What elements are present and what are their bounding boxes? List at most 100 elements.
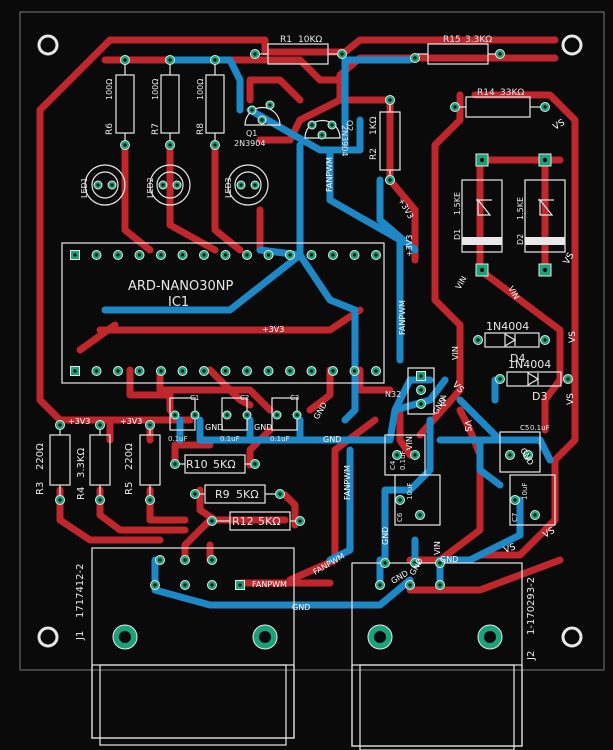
pad-drill xyxy=(161,183,165,187)
ic-name-label: ARD-NANO30NP xyxy=(128,279,233,294)
net-gnd-label: GND xyxy=(292,603,310,612)
led1-outline xyxy=(84,164,126,206)
j1-ref: J1 xyxy=(75,631,86,641)
r6-ref: R6 xyxy=(105,123,115,135)
d1-ref: D1 xyxy=(453,229,462,240)
pad-drill xyxy=(413,453,417,457)
pad-drill xyxy=(288,369,292,373)
pad-drill xyxy=(374,253,378,257)
mounting-holes xyxy=(37,34,583,648)
net-3v3-label: +3V3 xyxy=(262,325,284,334)
pads xyxy=(55,49,573,650)
pad-drill xyxy=(159,253,163,257)
mounting-hole-icon xyxy=(561,34,583,56)
d3-part: 1N4004 xyxy=(508,358,551,371)
pad-drill xyxy=(438,561,442,565)
q2-ref: Q2 xyxy=(345,120,354,131)
r7-value: 100Ω xyxy=(151,79,160,100)
mounting-hole-icon xyxy=(561,626,583,648)
pad-drill xyxy=(148,423,152,427)
pad-drill xyxy=(250,108,254,112)
net-vin-label: VIN xyxy=(405,436,414,450)
r10-value: 5KΩ xyxy=(213,458,236,471)
c3-value: 0.1uF xyxy=(270,435,290,443)
d2-tvs-outline xyxy=(524,179,566,253)
net-vs-label: VS xyxy=(566,393,576,405)
c2-value: 0.1uF xyxy=(220,435,240,443)
pad-drill xyxy=(413,561,417,565)
r14-value: 33KΩ xyxy=(500,88,524,98)
net-vs-label: VS xyxy=(503,542,518,556)
pad-drill xyxy=(168,143,172,147)
r1-ref: R1 xyxy=(280,35,292,45)
pad-drill xyxy=(245,253,249,257)
pad-drill xyxy=(566,377,570,381)
pad-drill xyxy=(123,143,127,147)
pad-drill xyxy=(418,513,422,517)
pad-drill xyxy=(352,253,357,257)
net-gnd-label: GND xyxy=(205,423,223,432)
led3-outline xyxy=(227,164,269,206)
ic-ref-label: IC1 xyxy=(168,295,189,310)
pad-drill xyxy=(508,453,512,457)
pad-drill xyxy=(73,253,77,257)
pad-drill xyxy=(253,462,257,466)
r9-value: 5KΩ xyxy=(236,488,259,501)
pad-drill xyxy=(253,183,257,187)
c1-value: 0.1uF xyxy=(168,435,188,443)
d4-part: 1N4004 xyxy=(486,320,529,333)
pad-drill xyxy=(94,253,99,257)
pad-drill xyxy=(378,583,382,587)
net-vs-label: VS xyxy=(568,331,578,343)
pad-drill xyxy=(498,377,502,381)
r1-value: 10KΩ xyxy=(298,35,322,45)
pad-drill xyxy=(542,267,548,273)
j1-part: 1717412-2 xyxy=(75,563,86,618)
pad-drill xyxy=(153,583,157,587)
q2-part: 2N3904 xyxy=(340,125,349,156)
pad-drill xyxy=(168,58,172,62)
pad-drill xyxy=(259,631,271,643)
pad-drill xyxy=(213,143,217,147)
pad-drill xyxy=(94,369,99,373)
net-gnd-label: GND xyxy=(323,435,341,444)
pad-drill xyxy=(498,52,502,56)
c6-ref: C6 xyxy=(396,512,404,522)
pad-drill xyxy=(542,157,548,163)
pad-drill xyxy=(210,519,214,523)
led1-ref: LED1 xyxy=(80,177,89,198)
pad-drill xyxy=(266,369,271,373)
n32-label: N32 xyxy=(385,390,401,399)
pad-drill xyxy=(374,369,378,373)
pad-drill xyxy=(419,374,423,378)
r2-value: 1KΩ xyxy=(369,116,379,135)
pad-drill xyxy=(320,133,324,137)
pad-drill xyxy=(159,369,163,373)
d1-part: 1.5KE xyxy=(453,192,462,215)
mounting-hole-icon xyxy=(37,34,59,56)
q1-part: 2N3904 xyxy=(234,139,265,148)
pad-drill xyxy=(295,413,299,417)
pad-drill xyxy=(180,369,185,373)
d2-part: 1.5KE xyxy=(516,197,525,220)
pad-drill xyxy=(183,583,187,587)
j2-ref: J2 xyxy=(526,651,537,661)
pad-drill xyxy=(340,52,344,56)
pad-drill xyxy=(513,498,517,502)
pad-drill xyxy=(193,492,197,496)
pad-drill xyxy=(268,103,272,107)
pad-drill xyxy=(330,123,334,127)
pad-drill xyxy=(173,413,177,417)
pad-drill xyxy=(309,369,314,373)
c6-value: 10uF xyxy=(406,483,414,500)
pad-drill xyxy=(183,558,187,562)
r4-value: 3.3KΩ xyxy=(76,448,87,478)
pad-drill xyxy=(476,338,480,342)
pad-drill xyxy=(202,369,206,373)
pad-drill xyxy=(210,558,214,562)
d4-ref: D4 xyxy=(510,352,525,365)
pad-drill xyxy=(58,423,62,427)
pad-drill xyxy=(543,105,547,109)
c7-ref: C7 xyxy=(511,513,519,522)
pad-drill xyxy=(278,492,282,496)
